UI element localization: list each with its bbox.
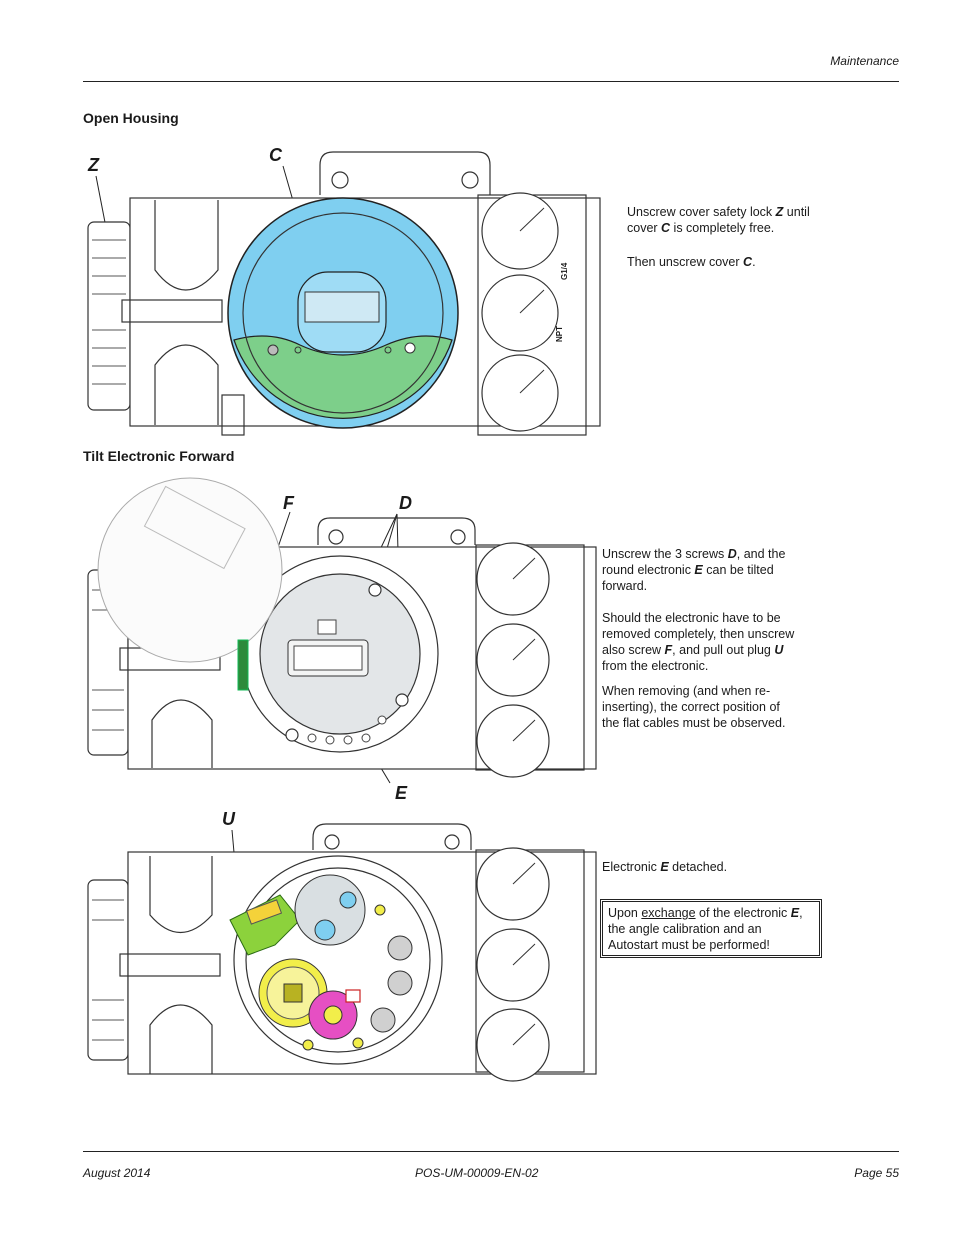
heading-open-housing: Open Housing [83,110,179,126]
step1-line2: cover C is completely free. [627,221,775,235]
step1-line3: Then unscrew cover C. [627,255,756,269]
step2-para2: Should the electronic have to be removed… [602,611,795,673]
step2-para3: When removing (and when re- inserting), … [602,684,786,730]
label-u: U [222,809,235,829]
header-rule [83,81,899,82]
footer-date: August 2014 [83,1166,151,1180]
notice-box: Upon exchange of the electronic E, the a… [600,899,822,958]
step1-line1: Unscrew cover safety lock Z until [627,205,810,219]
heading-tilt-electronic: Tilt Electronic Forward [83,448,235,464]
label-e: E [395,783,408,803]
step2-para1: Unscrew the 3 screws D, and the round el… [602,547,786,593]
footer-page-number: Page 55 [854,1166,899,1180]
footer-doc-number: POS-UM-00009-EN-02 [415,1166,539,1180]
label-d: D [399,493,412,513]
step3-detached-text: Electronic E detached. [602,860,728,874]
label-c: C [269,145,282,165]
section-header: Maintenance [830,54,899,68]
label-f: F [283,493,294,513]
step1-text: Unscrew cover safety lock Z until cover … [627,204,810,270]
footer-rule [83,1151,899,1152]
label-z: Z [88,155,99,175]
